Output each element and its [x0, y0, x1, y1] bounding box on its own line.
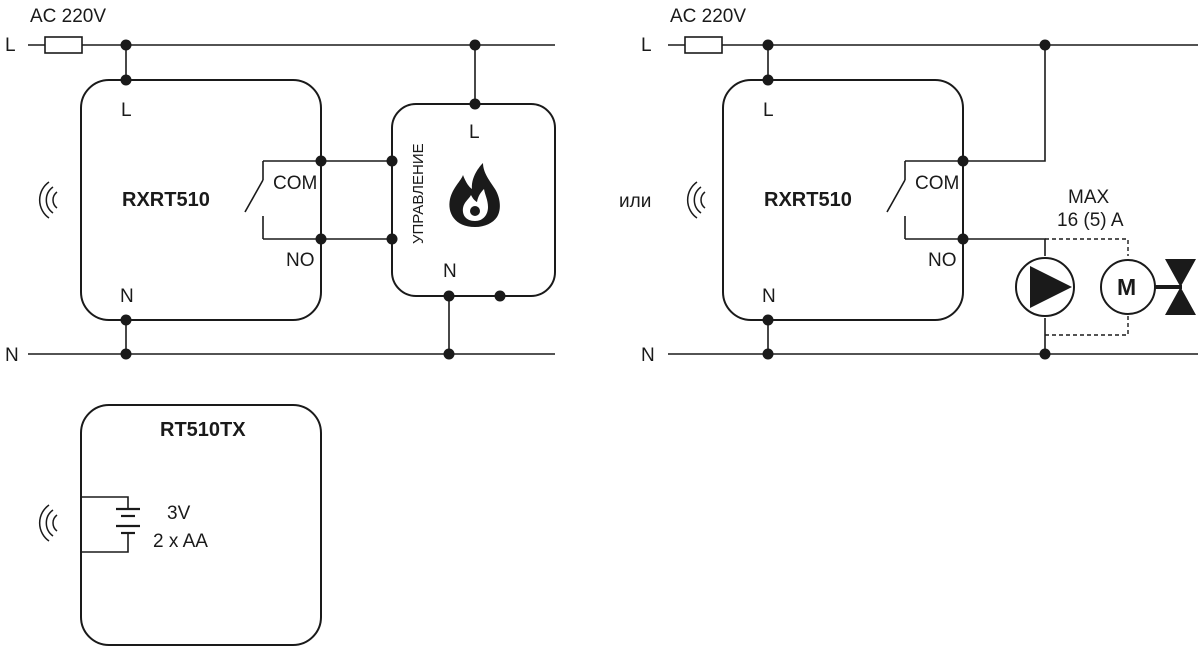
receiver-name-right: RXRT510	[764, 189, 852, 211]
junction-dot	[762, 348, 774, 360]
wireless-signal-icon	[686, 181, 706, 219]
relay-no-label-right: NO	[928, 250, 957, 271]
junction-dot	[762, 314, 774, 326]
receiver-box-left	[80, 79, 322, 321]
receiver-l-label-left: L	[121, 100, 132, 121]
com-to-line-wire	[963, 45, 1046, 162]
max-current-label: 16 (5) A	[1057, 210, 1124, 231]
fuse-right	[684, 36, 723, 54]
no-to-load-wire	[963, 238, 1046, 256]
battery-icon	[81, 496, 140, 553]
neutral-label-left: N	[5, 345, 19, 366]
junction-dot	[120, 314, 132, 326]
valve-icon	[1155, 259, 1196, 315]
flame-icon	[449, 163, 500, 227]
boiler-l-label: L	[469, 122, 480, 143]
junction-dot	[386, 155, 398, 167]
receiver-name-left: RXRT510	[122, 189, 210, 211]
line-label-right: L	[641, 35, 652, 56]
junction-dot	[1039, 348, 1051, 360]
transmitter-unit: RT510TX 3V 2 x AA	[38, 404, 322, 646]
junction-dot	[957, 233, 969, 245]
boiler-control-label: УПРАВЛЕНИЕ	[410, 143, 427, 244]
battery-type-label: 2 x AA	[153, 531, 208, 552]
junction-dot	[120, 74, 132, 86]
motor-label: M	[1117, 274, 1136, 300]
junction-dots-right	[762, 39, 1051, 360]
relay-com-label-right: COM	[915, 173, 959, 194]
junction-dot	[469, 98, 481, 110]
junction-dot	[315, 155, 327, 167]
relay-com-label-left: COM	[273, 173, 317, 194]
pump-icon	[1015, 257, 1075, 317]
relay-contact-right	[886, 179, 906, 213]
relay-contact-left	[244, 179, 264, 213]
junction-dot	[494, 290, 506, 302]
junction-dots-left	[120, 39, 506, 360]
max-label: MAX	[1068, 187, 1110, 208]
battery-voltage-label: 3V	[167, 503, 191, 524]
right-diagram: AC 220V L N L N RXRT510 COM NO	[641, 6, 1198, 366]
neutral-label-right: N	[641, 345, 655, 366]
motor-icon: M	[1100, 259, 1156, 315]
receiver-l-label-right: L	[763, 100, 774, 121]
junction-dot	[443, 348, 455, 360]
wireless-signal-icon	[38, 181, 58, 219]
junction-dot	[762, 39, 774, 51]
receiver-n-label-left: N	[120, 286, 134, 307]
junction-dot	[386, 233, 398, 245]
transmitter-name: RT510TX	[160, 419, 246, 441]
boiler-n-label: N	[443, 261, 457, 282]
junction-dot	[1039, 39, 1051, 51]
supply-voltage-label-left: AC 220V	[30, 6, 106, 27]
motor-neutral-dashed	[1045, 316, 1129, 336]
junction-dot	[120, 39, 132, 51]
junction-dot	[443, 290, 455, 302]
wireless-signal-icon	[38, 504, 58, 542]
alternative-separator: или	[619, 191, 651, 212]
receiver-box-right	[722, 79, 964, 321]
relay-no-label-left: NO	[286, 250, 315, 271]
junction-dot	[762, 74, 774, 86]
junction-dot	[120, 348, 132, 360]
junction-dot	[957, 155, 969, 167]
receiver-n-label-right: N	[762, 286, 776, 307]
supply-voltage-label-right: AC 220V	[670, 6, 746, 27]
junction-dot	[315, 233, 327, 245]
line-label-left: L	[5, 35, 16, 56]
transmitter-box	[80, 404, 322, 646]
left-diagram: AC 220V L N L N RXRT510 COM NO	[5, 6, 556, 366]
fuse-left	[44, 36, 83, 54]
junction-dot	[469, 39, 481, 51]
motor-supply-dashed	[1045, 238, 1129, 256]
